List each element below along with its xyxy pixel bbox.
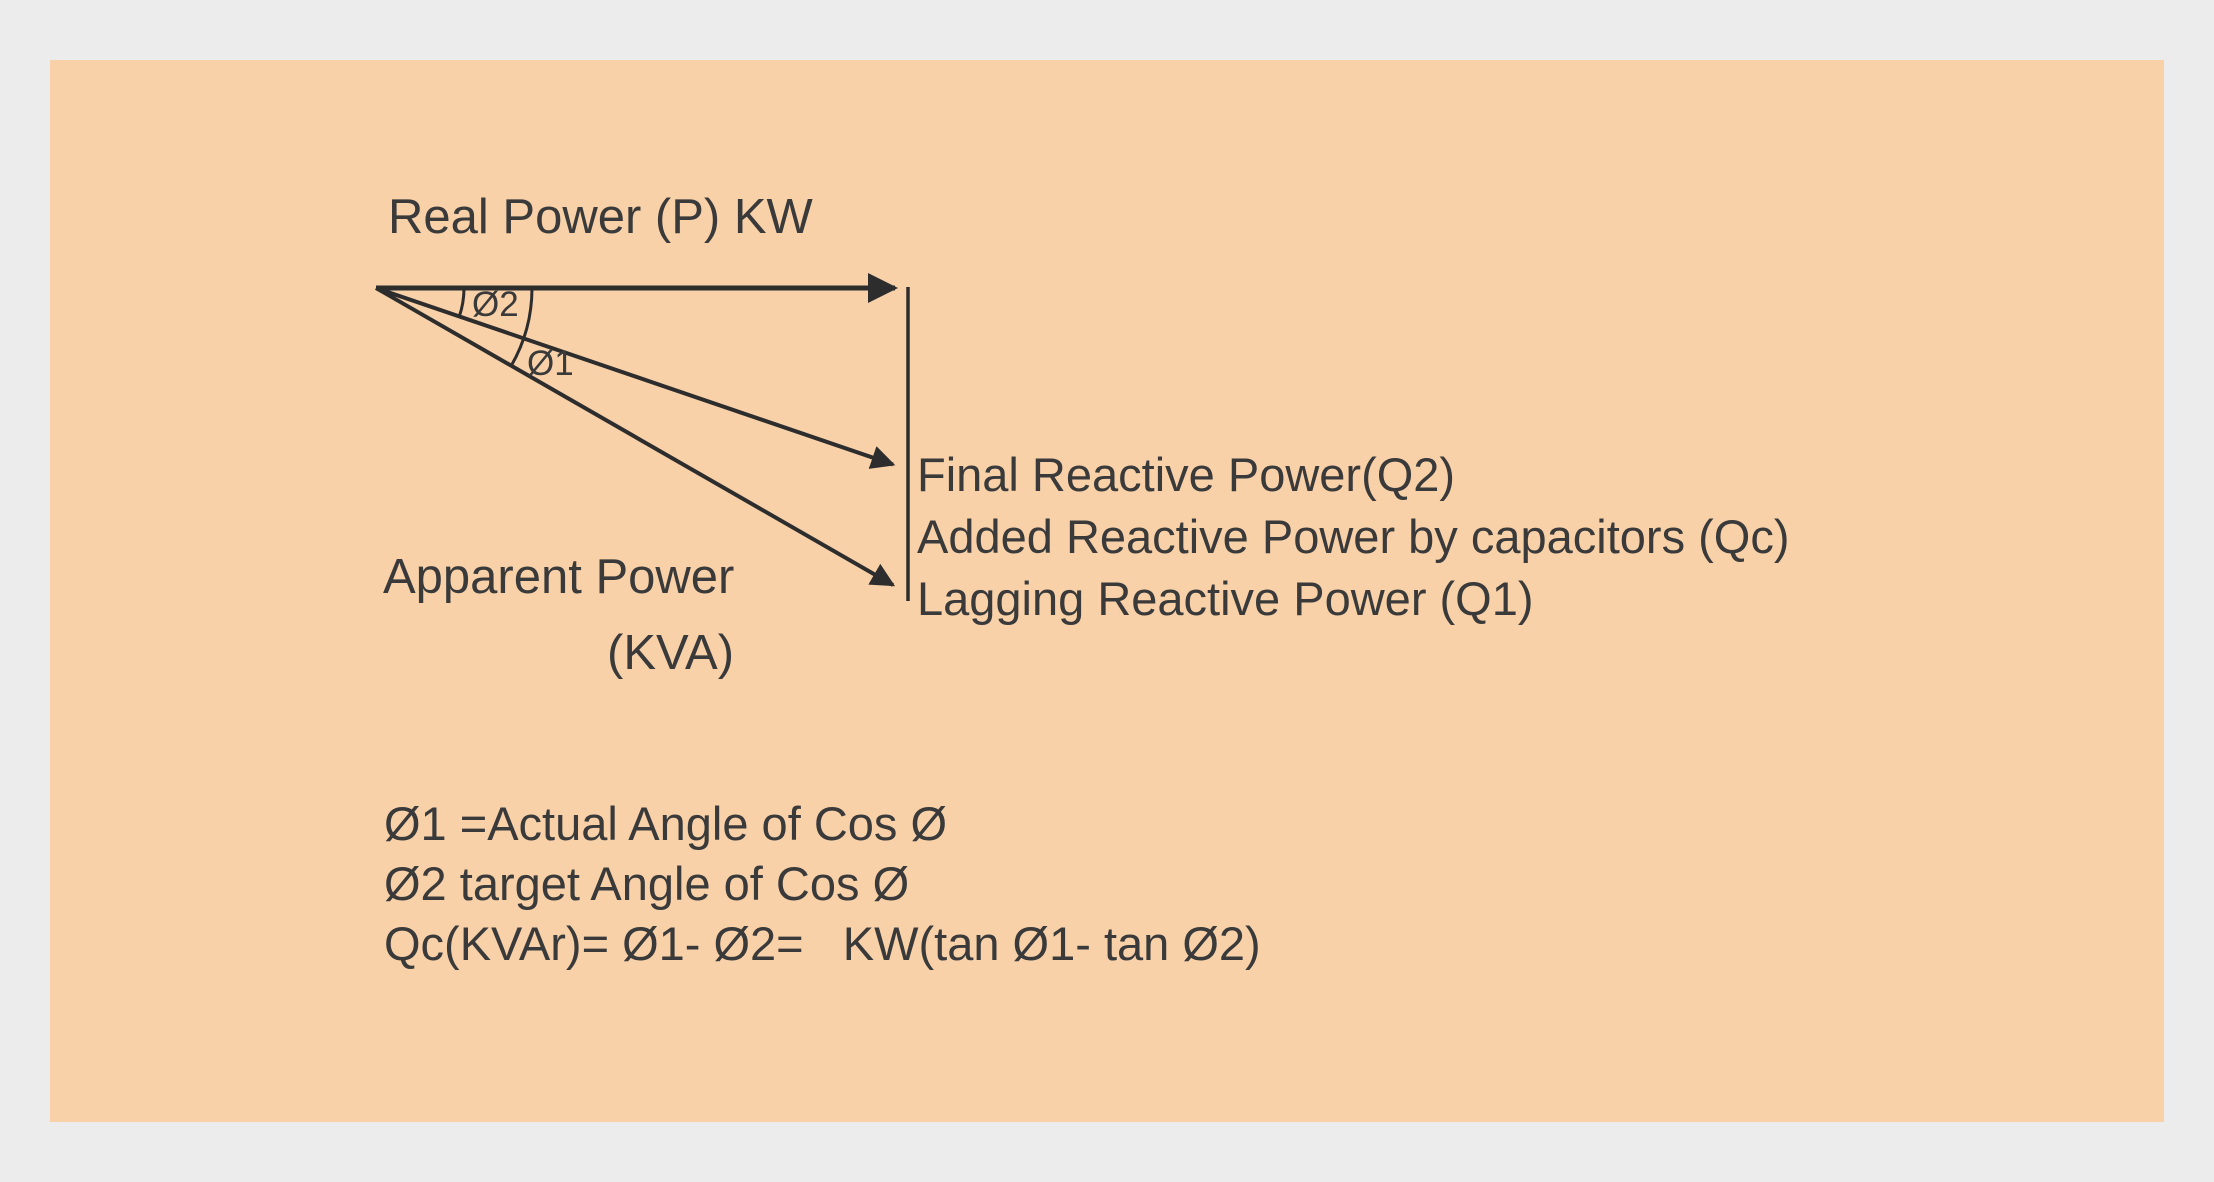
final-reactive-power-label: Final Reactive Power(Q2) <box>917 448 1456 501</box>
angle2-arc <box>457 287 466 318</box>
lagging-reactive-power-label: Lagging Reactive Power (Q1) <box>917 572 1534 625</box>
formula-line-3: Qc(KVAr)= Ø1- Ø2= KW(tan Ø1- tan Ø2) <box>384 917 1261 970</box>
apparent-power-label: Apparent Power <box>383 550 735 604</box>
formula-line-1: Ø1 =Actual Angle of Cos Ø <box>384 797 948 850</box>
reactive-power-labels: Final Reactive Power(Q2) Added Reactive … <box>917 444 1789 630</box>
angle2-label: Ø2 <box>472 285 519 324</box>
q2-vector-arrow <box>375 286 896 469</box>
apparent-power-unit-label: (KVA) <box>607 626 735 680</box>
formula-line-2: Ø2 target Angle of Cos Ø <box>384 857 910 910</box>
added-reactive-power-label: Added Reactive Power by capacitors (Qc) <box>917 510 1790 563</box>
angle1-arc <box>509 287 534 367</box>
diagram-panel <box>50 60 2164 1122</box>
q1-vector-arrow <box>375 286 896 587</box>
formula-block: Ø1 =Actual Angle of Cos Ø Ø2 target Angl… <box>384 794 1261 974</box>
real-power-label: Real Power (P) KW <box>388 190 813 244</box>
angle1-label: Ø1 <box>527 344 574 383</box>
